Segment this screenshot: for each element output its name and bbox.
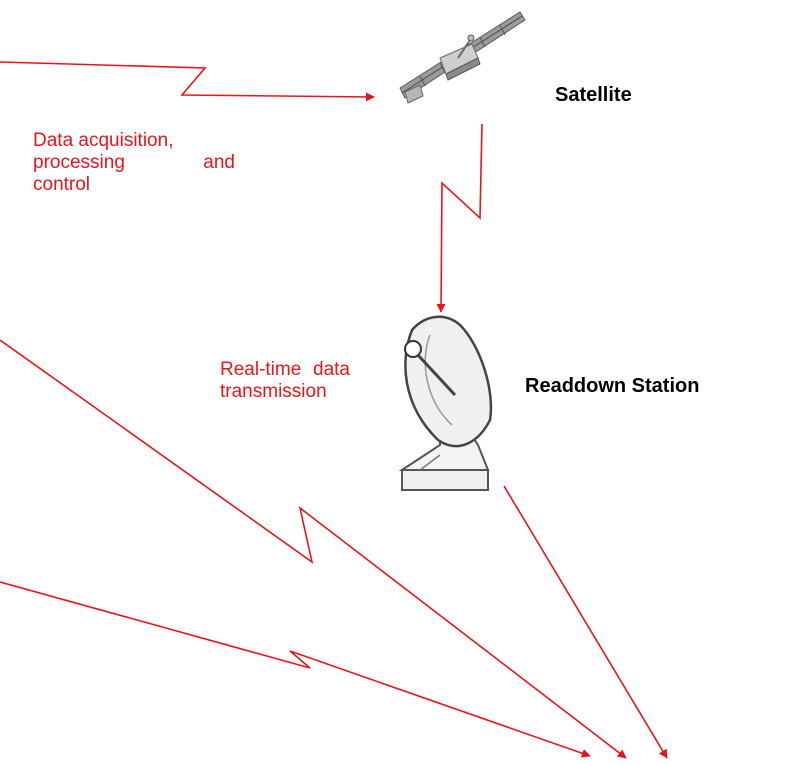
real-time-label: Real-time data transmission [220, 359, 350, 403]
data-acquisition-label: Data acquisition, processing and control [33, 130, 235, 196]
downlink-arrow [436, 123, 483, 313]
satellite-dish-icon [398, 315, 493, 491]
distribution-arrow [503, 485, 668, 759]
realtime-arrow-lower [0, 581, 591, 758]
data-acquisition-line-2: processing and [33, 152, 235, 173]
real-time-line-2: transmission [220, 381, 327, 402]
satellite-label: Satellite [555, 84, 632, 106]
satellite-icon [399, 11, 526, 104]
uplink-arrow [0, 61, 375, 102]
data-acquisition-line-3: control [33, 174, 91, 195]
readdown-station-label: Readdown Station [525, 375, 700, 397]
realtime-arrow-upper [0, 339, 627, 759]
real-time-line-1: Real-time data [220, 359, 350, 380]
data-acquisition-line-1: Data acquisition, [33, 130, 174, 151]
